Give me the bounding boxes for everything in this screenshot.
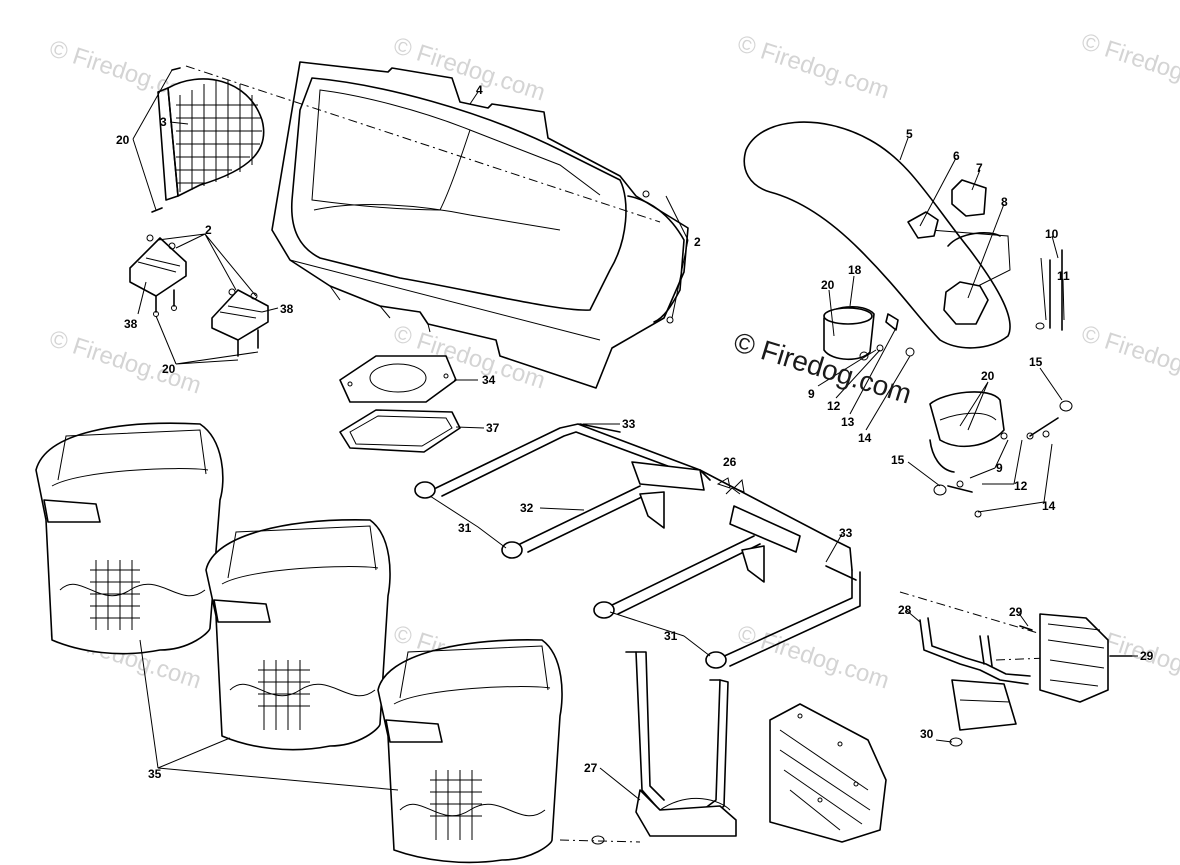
part-deflector xyxy=(929,391,1005,473)
callout-label: 2 xyxy=(205,223,212,237)
part-chute-tube xyxy=(743,121,1011,349)
callout-label: 11 xyxy=(1057,269,1070,283)
callout-label: 20 xyxy=(981,369,995,383)
part-hardware-right xyxy=(933,400,1073,518)
callout-label: 28 xyxy=(898,603,912,617)
callout-label: 20 xyxy=(116,133,130,147)
callout-label: 9 xyxy=(996,461,1003,475)
callout-label: 26 xyxy=(723,455,737,469)
callout-label: 12 xyxy=(1014,479,1028,493)
watermark-text: © Firedog.com xyxy=(1078,320,1180,394)
watermark-text: © Firedog.com xyxy=(734,30,892,104)
part-pin-bottom xyxy=(559,835,641,845)
watermark-text: © Firedog.com xyxy=(46,325,204,399)
part-frame xyxy=(414,423,861,669)
callout-label: 5 xyxy=(906,127,913,141)
watermark-text: © Firedog.com xyxy=(1078,28,1180,102)
part-gasket-34 xyxy=(339,355,457,403)
callout-label: 8 xyxy=(1001,195,1008,209)
callout-label: 13 xyxy=(841,415,855,429)
callout-label: 38 xyxy=(124,317,138,331)
callout-label: 15 xyxy=(891,453,905,467)
part-cap-18 xyxy=(823,305,915,361)
part-clips-26 xyxy=(716,477,745,493)
part-screen-filter xyxy=(151,67,265,213)
callout-label: 33 xyxy=(839,526,853,540)
callout-label: 35 xyxy=(148,767,162,781)
callout-label: 31 xyxy=(458,521,472,535)
part-mount-plate xyxy=(1039,613,1133,703)
callout-label: 4 xyxy=(476,83,483,97)
part-bag-left xyxy=(35,422,224,655)
callout-label: 12 xyxy=(827,399,841,413)
callout-label: 20 xyxy=(821,278,835,292)
part-support-27 xyxy=(625,651,737,837)
main-watermark: © Firedog.com xyxy=(730,326,915,409)
callout-label: 3 xyxy=(160,115,167,129)
callout-label: 33 xyxy=(622,417,636,431)
part-bag-right xyxy=(377,639,563,864)
part-knob-6 xyxy=(907,211,939,239)
callout-label: 20 xyxy=(162,362,176,376)
callout-label: 27 xyxy=(584,761,598,775)
part-bagger-housing xyxy=(271,61,689,389)
callout-label: 31 xyxy=(664,629,678,643)
part-hitch-bracket xyxy=(919,617,1033,747)
part-pins-9-10-11 xyxy=(1035,249,1063,331)
part-bracket-left xyxy=(129,234,187,317)
part-panel xyxy=(769,703,887,843)
part-plate-37 xyxy=(339,409,461,453)
part-latch-7 xyxy=(951,179,987,217)
callout-label: 32 xyxy=(520,501,534,515)
callout-label: 37 xyxy=(486,421,500,435)
callout-label: 30 xyxy=(920,727,934,741)
callout-label: 29 xyxy=(1009,605,1023,619)
callout-label: 29 xyxy=(1140,649,1154,663)
callout-label: 38 xyxy=(280,302,294,316)
callout-label: 14 xyxy=(858,431,872,445)
callout-label: 9 xyxy=(808,387,815,401)
part-bag-middle xyxy=(205,519,391,751)
callout-labels: 20 3 4 5 6 7 8 2 2 38 38 20 18 20 9 10 1… xyxy=(116,83,1154,781)
callout-label: 6 xyxy=(953,149,960,163)
callout-label: 34 xyxy=(482,373,496,387)
callout-label: 10 xyxy=(1045,227,1059,241)
part-clamp-8 xyxy=(943,281,989,325)
callout-label: 2 xyxy=(694,235,701,249)
leader-lines xyxy=(132,69,1138,801)
callout-label: 14 xyxy=(1042,499,1056,513)
watermark-text: © Firedog.com xyxy=(734,620,892,694)
part-bracket-right xyxy=(211,288,269,357)
callout-label: 7 xyxy=(976,161,983,175)
callout-label: 18 xyxy=(848,263,862,277)
callout-label: 15 xyxy=(1029,355,1043,369)
